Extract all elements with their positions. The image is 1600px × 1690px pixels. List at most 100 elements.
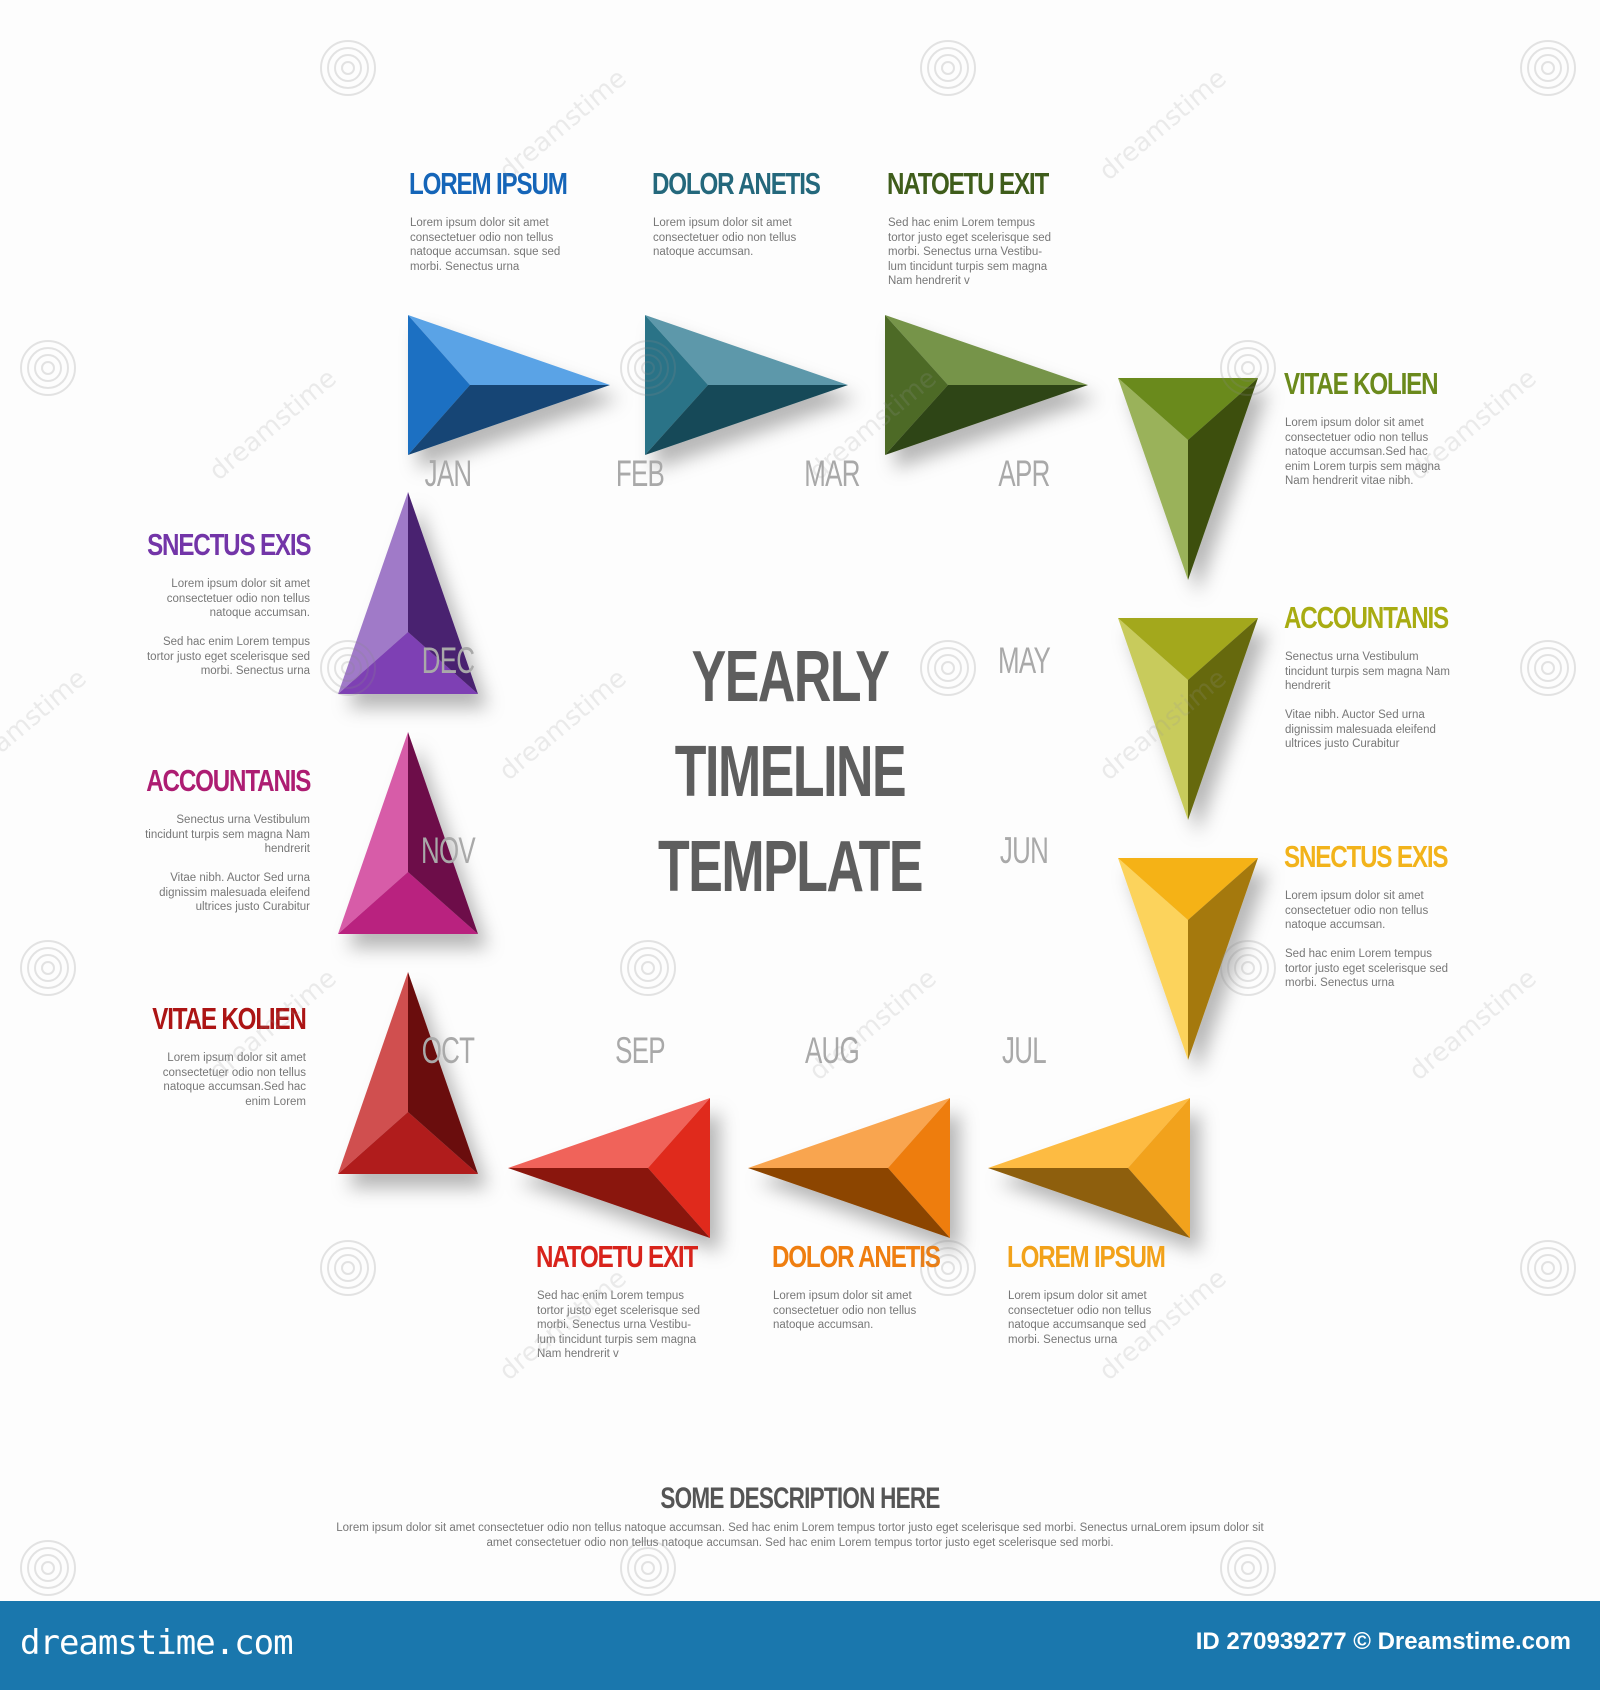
pyramid-face-mid (888, 1098, 950, 1238)
pyramid-face-dark (1188, 858, 1258, 1060)
watermark-spiral-icon (920, 640, 976, 696)
step-description-apr: Lorem ipsum dolor sit amet consectetuer … (1285, 417, 1441, 487)
pyramid-arrow-mar (885, 315, 1088, 455)
pyramid-face-light (885, 315, 1088, 385)
pyramid-face-mid (885, 315, 948, 455)
brand-logo-text[interactable]: dreamstime.com (20, 1623, 294, 1663)
watermark-spiral-icon (920, 1240, 976, 1296)
pyramid-face-mid (645, 315, 708, 455)
stock-banner: dreamstime.com ID 270939277 © Dreamstime… (0, 1601, 1600, 1690)
pyramid-face-light (645, 315, 848, 385)
pyramid-arrow-oct (338, 972, 478, 1174)
center-title-line-1: YEARLY (691, 637, 890, 717)
watermark-spiral-icon (20, 940, 76, 996)
step-description-may: Senectus urna Vestibulum tincidunt turpi… (1285, 651, 1450, 750)
pyramid-face-dark (408, 492, 478, 694)
pyramid-face-mid (648, 1098, 710, 1238)
step-title-aug: DOLOR ANETIS (772, 1239, 941, 1274)
step-description-dec: Lorem ipsum dolor sit amet consectetuer … (146, 578, 310, 677)
pyramid-face-dark (1188, 618, 1258, 820)
step-description-nov: Senectus urna Vestibulum tincidunt turpi… (145, 814, 310, 913)
pyramid-face-mid (1118, 378, 1258, 440)
pyramid-arrow-feb (645, 315, 848, 455)
pyramid-arrow-sep (508, 1098, 710, 1238)
pyramid-face-dark (748, 1168, 950, 1238)
step-description-aug: Lorem ipsum dolor sit amet consectetuer … (773, 1290, 917, 1331)
month-label-sep: SEP (615, 1030, 665, 1071)
pyramid-arrow-may (1118, 618, 1258, 820)
step-title-may: ACCOUNTANIS (1284, 600, 1449, 635)
pyramid-arrow-dec (338, 492, 478, 694)
watermark-spiral-icon (320, 40, 376, 96)
watermark-spiral-icon (920, 40, 976, 96)
step-title-jul: LOREM IPSUM (1007, 1239, 1166, 1274)
step-description-mar: Sed hac enim Lorem tempus tortor justo e… (888, 217, 1052, 287)
step-title-mar: NATOETU EXIT (887, 166, 1049, 201)
pyramid-face-light (338, 972, 408, 1174)
step-title-sep: NATOETU EXIT (536, 1239, 698, 1274)
step-description-jan: Lorem ipsum dolor sit amet consectetuer … (410, 217, 561, 273)
step-title-nov: ACCOUNTANIS (146, 763, 311, 798)
watermark-spiral-icon (620, 940, 676, 996)
month-label-oct: OCT (421, 1030, 475, 1071)
stock-id-label: ID 270939277 © Dreamstime.com (1195, 1628, 1571, 1655)
month-label-jul: JUL (1002, 1030, 1047, 1071)
watermark-spiral-icon (1220, 1540, 1276, 1596)
pyramid-arrow-nov (338, 732, 478, 934)
month-label-aug: AUG (804, 1030, 860, 1071)
center-title-line-3: TEMPLATE (658, 827, 923, 907)
step-description-feb: Lorem ipsum dolor sit amet consectetuer … (653, 217, 797, 258)
watermark-spiral-icon (1520, 640, 1576, 696)
pyramid-face-light (1118, 378, 1188, 580)
watermark-spiral-icon (320, 640, 376, 696)
pyramid-face-dark (885, 385, 1088, 455)
watermark-spiral-icon (1220, 340, 1276, 396)
watermark-spiral-icon (1520, 40, 1576, 96)
month-label-nov: NOV (420, 830, 476, 871)
step-title-jan: LOREM IPSUM (409, 166, 568, 201)
footer-title: SOME DESCRIPTION HERE (660, 1482, 940, 1515)
step-description-jun: Lorem ipsum dolor sit amet consectetuer … (1285, 890, 1449, 989)
step-title-oct: VITAE KOLIEN (152, 1001, 308, 1036)
pyramid-arrow-jun (1118, 858, 1258, 1060)
month-label-jun: JUN (999, 830, 1049, 871)
pyramid-face-dark (988, 1168, 1190, 1238)
pyramid-face-dark (408, 385, 610, 455)
footer-description: Lorem ipsum dolor sit amet consectetuer … (336, 1522, 1264, 1549)
watermark-spiral-icon (620, 1540, 676, 1596)
step-description-oct: Lorem ipsum dolor sit amet consectetuer … (162, 1052, 306, 1108)
center-title: YEARLY TIMELINE TEMPLATE (653, 630, 927, 915)
watermark-spiral-icon (1520, 1240, 1576, 1296)
pyramid-face-dark (645, 385, 848, 455)
pyramid-arrow-jul (988, 1098, 1190, 1238)
pyramid-face-light (508, 1098, 710, 1168)
watermark-spiral-icon (320, 1240, 376, 1296)
pyramid-face-light (338, 492, 408, 694)
pyramid-face-mid (338, 632, 478, 694)
center-title-line-2: TIMELINE (674, 732, 907, 812)
month-label-apr: APR (998, 453, 1050, 494)
pyramid-face-light (1118, 618, 1188, 820)
watermark-spiral-icon (1220, 940, 1276, 996)
pyramid-face-mid (1118, 618, 1258, 680)
pyramid-arrow-aug (748, 1098, 950, 1238)
month-label-mar: MAR (804, 453, 860, 494)
pyramid-face-light (748, 1098, 950, 1168)
pyramid-face-mid (338, 1112, 478, 1174)
step-title-dec: SNECTUS EXIS (146, 527, 311, 562)
pyramid-face-light (408, 315, 610, 385)
step-title-apr: VITAE KOLIEN (1284, 366, 1439, 401)
pyramid-face-dark (508, 1168, 710, 1238)
pyramid-face-light (1118, 858, 1188, 1060)
step-title-feb: DOLOR ANETIS (652, 166, 821, 201)
pyramid-face-mid (338, 872, 478, 934)
pyramid-arrow-apr (1118, 378, 1258, 580)
pyramid-face-dark (1188, 378, 1258, 580)
pyramid-face-dark (408, 972, 478, 1174)
step-title-jun: SNECTUS EXIS (1284, 839, 1448, 874)
month-label-jan: JAN (424, 453, 473, 494)
watermark-spiral-icon (20, 340, 76, 396)
pyramid-arrow-jan (408, 315, 610, 455)
